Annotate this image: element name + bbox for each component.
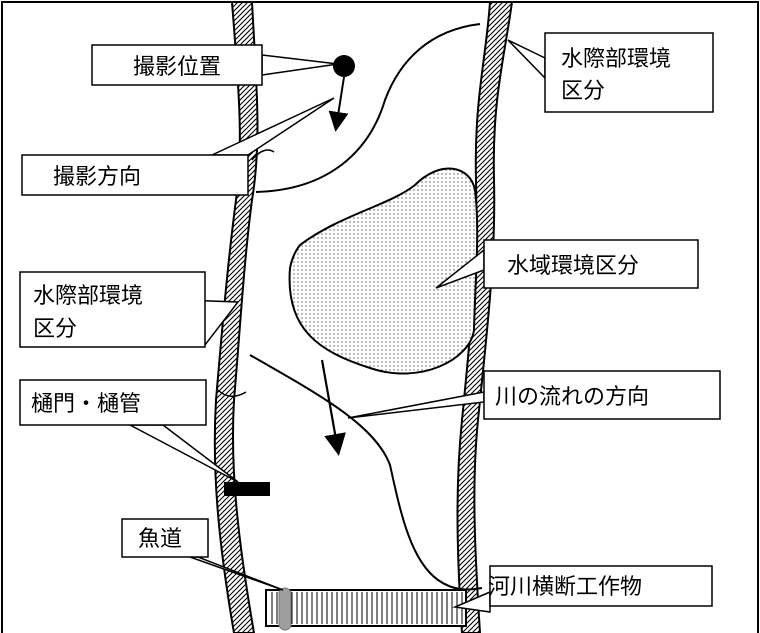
waterline-top-tick — [251, 149, 275, 161]
river-flow-arrow — [320, 359, 346, 456]
callout-box-river-crossing — [489, 565, 713, 607]
right-riverbank — [456, 0, 514, 633]
label-waterside-right-line2: 区分 — [561, 79, 605, 104]
callout-box-water-area — [483, 239, 699, 289]
callout-pointer-waterside-right — [507, 39, 546, 80]
sluice-gate-shape — [224, 482, 270, 496]
fish-ladder-shape — [278, 587, 292, 631]
callout-box-photo-position — [91, 44, 263, 86]
callout-pointer-photo-direction — [211, 97, 335, 156]
label-waterside-right-line1: 水際部環境 — [561, 47, 671, 72]
label-sluice-gate: 樋門・樋管 — [31, 392, 141, 417]
callout-box-waterside-right — [544, 32, 714, 113]
water-area — [288, 167, 479, 375]
callout-pointer-photo-position — [261, 54, 339, 76]
callout-box-fish-ladder — [121, 518, 209, 558]
callout-box-photo-direction — [21, 154, 249, 196]
weir-stripes — [271, 592, 463, 624]
label-photo-direction: 撮影方向 — [53, 165, 141, 190]
photo-direction-arrow — [328, 76, 349, 132]
label-river-flow: 川の流れの方向 — [495, 385, 649, 410]
label-photo-position: 撮影位置 — [133, 55, 221, 80]
waterline-top — [255, 23, 481, 193]
label-fish-ladder: 魚道 — [138, 527, 182, 552]
label-river-crossing: 河川横断工作物 — [488, 575, 642, 600]
callout-box-river-flow — [483, 370, 721, 420]
callout-box-waterside-left — [19, 271, 206, 348]
waterline-bottom — [249, 354, 483, 591]
label-water-area: 水域環境区分 — [507, 254, 639, 279]
callout-box-sluice-gate — [19, 379, 207, 426]
photo-position-marker — [333, 55, 355, 77]
river-crossing-structure-shape — [265, 589, 467, 627]
label-waterside-left-line1: 水際部環境 — [33, 284, 143, 309]
label-waterside-left-line2: 区分 — [33, 317, 77, 342]
waterline-bottom-tick — [217, 389, 247, 397]
